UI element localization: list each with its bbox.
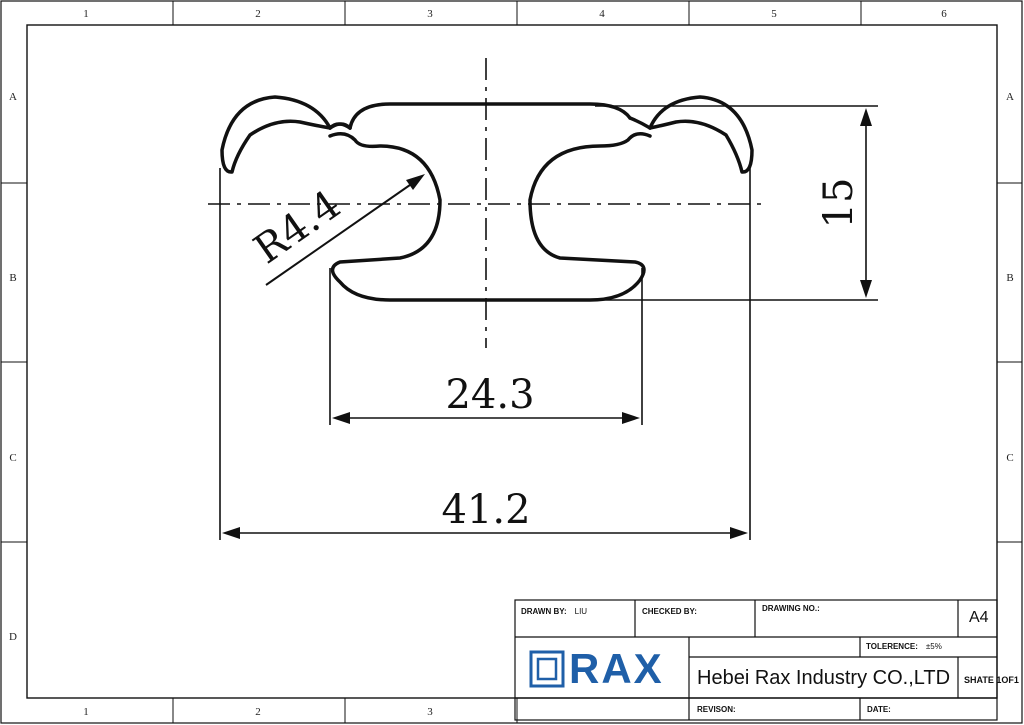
col-label-5: 5 — [771, 8, 777, 20]
date-label: DATE: — [867, 705, 891, 714]
radius-label: R4.4 — [246, 182, 349, 273]
drawn-by-value: LIU — [574, 607, 588, 616]
center-lines — [208, 58, 765, 348]
overall-width-dimension — [219, 168, 751, 540]
row-label-left-b: B — [9, 272, 16, 284]
bottom-col-label-2: 2 — [255, 706, 261, 718]
overall-width-label: 41.2 — [441, 487, 530, 533]
revision-label: REVISON: — [697, 705, 736, 714]
col-label-4: 4 — [599, 8, 605, 20]
rax-logo-text: RAX — [569, 645, 664, 692]
row-label-left-c: C — [9, 452, 16, 464]
height-label: 15 — [816, 178, 862, 229]
sheet-number: SHATE 1OF1 — [964, 675, 1019, 685]
profile-outline — [220, 95, 754, 302]
row-label-right-c: C — [1006, 452, 1013, 464]
inner-border — [26, 24, 998, 699]
radius-leader — [265, 174, 425, 286]
drawn-by-field: DRAWN BY: LIU — [521, 607, 587, 616]
rax-logo-icon — [529, 650, 565, 688]
checked-by-label: CHECKED BY: — [642, 607, 697, 616]
title-block-lines — [514, 599, 998, 721]
rax-logo: RAX — [527, 645, 687, 692]
bottom-col-label-1: 1 — [83, 706, 89, 718]
col-label-3: 3 — [427, 8, 433, 20]
row-label-right-b: B — [1006, 272, 1013, 284]
col-label-2: 2 — [255, 8, 261, 20]
tolerance-value: ±5% — [925, 642, 942, 651]
company-name: Hebei Rax Industry CO.,LTD — [697, 667, 951, 689]
inner-width-label: 24.3 — [445, 372, 534, 418]
row-label-left-d: D — [9, 631, 17, 643]
col-label-6: 6 — [941, 8, 947, 20]
paper-size: A4 — [969, 609, 989, 626]
drawing-no-label: DRAWING NO.: — [762, 604, 820, 613]
inner-width-dimension — [329, 268, 643, 425]
row-label-right-a: A — [1006, 91, 1014, 103]
col-label-1: 1 — [83, 8, 89, 20]
drawn-by-label: DRAWN BY: — [521, 607, 567, 616]
bottom-col-label-3: 3 — [427, 706, 433, 718]
row-label-left-a: A — [9, 91, 17, 103]
tolerance-field: TOLERENCE: ±5% — [866, 642, 942, 651]
tolerance-label: TOLERENCE: — [866, 642, 918, 651]
